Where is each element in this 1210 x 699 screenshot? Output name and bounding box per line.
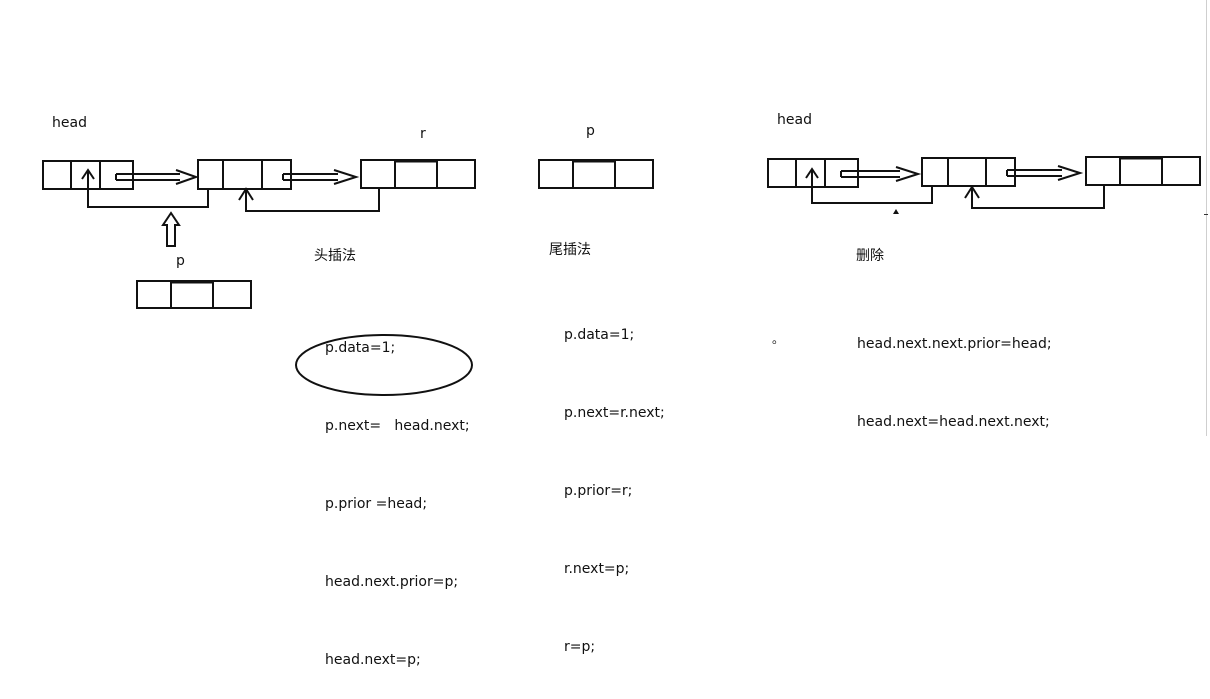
code-line: head.next=head.next.next; — [857, 414, 1050, 430]
middle-node-left — [197, 159, 292, 190]
next-arrow-3 — [840, 166, 922, 182]
prior-arrow-3 — [805, 167, 933, 204]
head-label-left: head — [52, 115, 87, 131]
middle-node-right — [921, 157, 1016, 187]
prior-arrow-4 — [964, 185, 1105, 209]
code-line: r=p; — [564, 639, 596, 655]
code-line: p.prior =head; — [325, 496, 428, 512]
code-line: r.next=p; — [564, 561, 630, 577]
p-label-tail: p — [586, 123, 595, 139]
code-line: p.data=1; — [325, 340, 396, 356]
code-line: head.next=p; — [325, 652, 421, 668]
r-label: r — [420, 126, 426, 142]
code-line: p.next= head.next; — [325, 418, 470, 434]
prior-arrow-1 — [81, 168, 209, 208]
r-node — [360, 159, 476, 189]
code-line: head.next.next.prior=head; — [857, 336, 1052, 352]
hollow-up-arrow — [161, 211, 181, 247]
delete-title: 删除 — [856, 248, 884, 264]
next-arrow-2 — [282, 169, 360, 185]
code-line: p.data=1; — [564, 327, 635, 343]
head-insert-code: p.data=1; p.next= head.next; p.prior =he… — [325, 283, 470, 699]
last-node-right — [1085, 156, 1201, 186]
highlight-ellipse — [295, 334, 473, 396]
code-line: p.prior=r; — [564, 483, 633, 499]
head-insert-diagram — [42, 159, 476, 396]
head-insert-title: 头插法 — [314, 248, 356, 264]
p-node-insert — [136, 280, 252, 309]
delete-code: head.next.next.prior=head; head.next=hea… — [857, 279, 1052, 461]
code-line: head.next.prior=p; — [325, 574, 459, 590]
diagram-canvas — [42, 156, 1201, 396]
tail-insert-code: p.data=1; p.next=r.next; p.prior=r; r.ne… — [564, 270, 665, 686]
right-edge-line — [1206, 0, 1207, 436]
delete-diagram — [767, 156, 1201, 209]
p-label-insert: p — [176, 253, 185, 269]
dot-mark: 。 — [772, 332, 785, 346]
prior-arrow-2 — [238, 187, 380, 212]
tail-insert-title: 尾插法 — [549, 242, 591, 258]
next-arrow-4 — [1006, 165, 1084, 181]
head-label-right: head — [777, 112, 812, 128]
small-mark — [893, 209, 899, 214]
right-edge-tick — [1204, 214, 1208, 215]
next-arrow-1 — [115, 169, 200, 185]
code-line: p.next=r.next; — [564, 405, 665, 421]
tail-p-node — [538, 159, 654, 189]
